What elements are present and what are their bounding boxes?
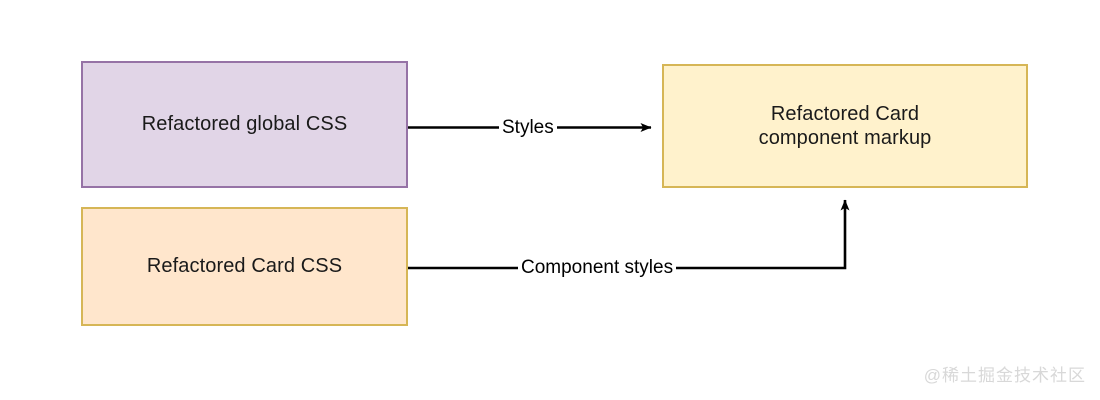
node-refactored-card-component-markup-label: Refactored Card component markup bbox=[758, 102, 932, 149]
edge-label-styles: Styles bbox=[499, 118, 557, 137]
node-refactored-global-css[interactable]: Refactored global CSS bbox=[81, 61, 408, 188]
node-refactored-global-css-label: Refactored global CSS bbox=[141, 113, 348, 136]
node-refactored-card-component-markup[interactable]: Refactored Card component markup bbox=[662, 64, 1028, 188]
node-refactored-card-css-label: Refactored Card CSS bbox=[146, 255, 343, 278]
watermark: @稀土掘金技术社区 bbox=[923, 366, 1086, 385]
node-refactored-card-css[interactable]: Refactored Card CSS bbox=[81, 207, 408, 326]
edge-label-component-styles: Component styles bbox=[518, 258, 677, 277]
